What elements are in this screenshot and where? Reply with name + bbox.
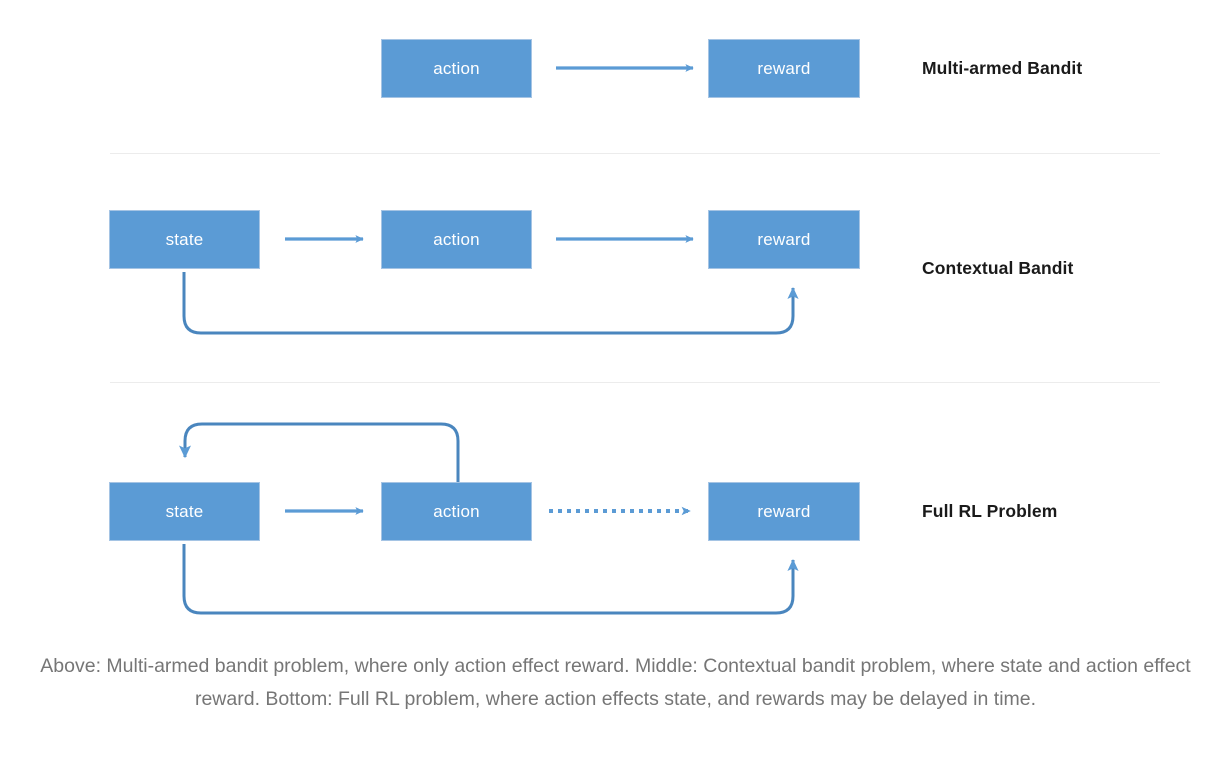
row-separator-1 xyxy=(110,153,1160,154)
figure-caption: Above: Multi-armed bandit problem, where… xyxy=(40,655,1191,710)
node-label: action xyxy=(433,58,480,78)
node-row1-reward[interactable]: reward xyxy=(708,39,860,98)
node-label: reward xyxy=(757,229,811,249)
edge-row3-state-to-reward-loop xyxy=(182,544,799,615)
edge-row3-action-to-state-loop xyxy=(179,422,460,484)
node-label: state xyxy=(165,229,204,249)
node-row3-action[interactable]: action xyxy=(381,482,532,541)
node-label: reward xyxy=(757,58,811,78)
edge-row2-state-to-reward-loop xyxy=(182,272,799,335)
node-row2-reward[interactable]: reward xyxy=(708,210,860,269)
node-label: state xyxy=(165,501,204,521)
node-row2-action[interactable]: action xyxy=(381,210,532,269)
row-label-full-rl-problem: Full RL Problem xyxy=(922,501,1058,521)
node-row1-action[interactable]: action xyxy=(381,39,532,98)
row-label-contextual-bandit: Contextual Bandit xyxy=(922,258,1074,278)
node-row3-state[interactable]: state xyxy=(109,482,260,541)
node-row2-state[interactable]: state xyxy=(109,210,260,269)
row-label-multi-armed-bandit: Multi-armed Bandit xyxy=(922,58,1083,78)
diagram-connectors-layer xyxy=(179,64,799,615)
node-row3-reward[interactable]: reward xyxy=(708,482,860,541)
node-label: action xyxy=(433,229,480,249)
node-label: action xyxy=(433,501,480,521)
row-separator-2 xyxy=(110,382,1160,383)
node-label: reward xyxy=(757,501,811,521)
